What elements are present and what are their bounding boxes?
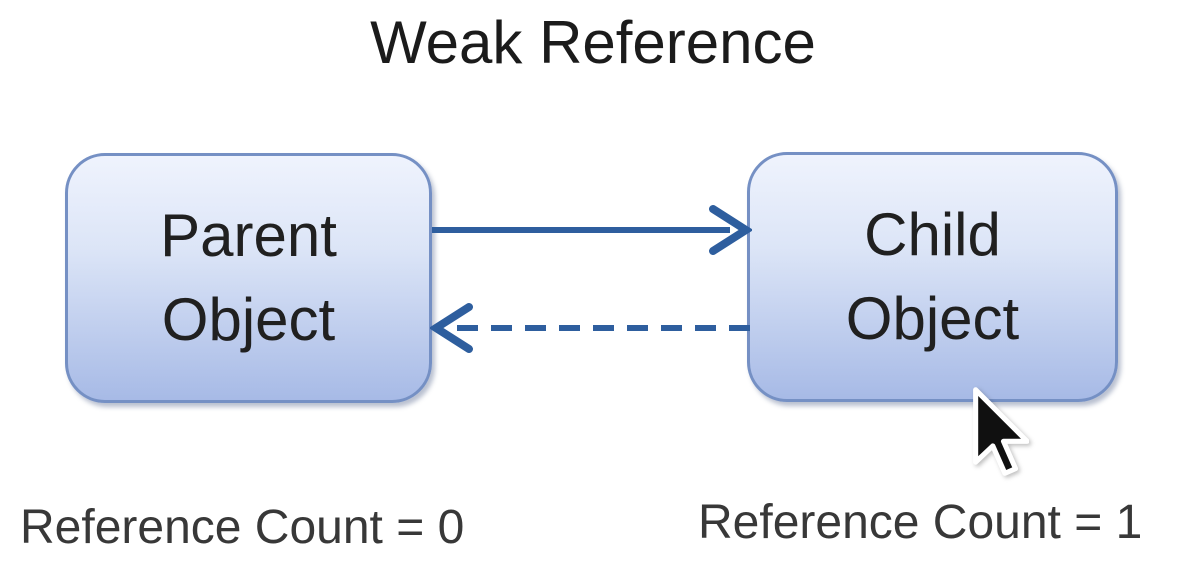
strong-arrow-head-icon <box>709 205 752 255</box>
parent-reference-count-label: Reference Count = 0 <box>20 501 465 554</box>
parent-object-box: Parent Object <box>65 153 432 403</box>
mouse-cursor-icon <box>973 387 1029 476</box>
weak-reference-arrow <box>430 303 750 353</box>
child-box-label-line2: Object <box>845 285 1020 352</box>
child-reference-count-label: Reference Count = 1 <box>698 496 1143 549</box>
parent-box-label-line1: Parent <box>160 202 337 269</box>
strong-reference-arrow <box>432 205 752 255</box>
weak-arrow-head-icon <box>430 303 473 353</box>
child-box-label-line1: Child <box>864 201 1001 268</box>
diagram-title: Weak Reference <box>370 9 816 76</box>
parent-box-label-line2: Object <box>161 286 336 353</box>
child-object-box: Child Object <box>747 152 1118 402</box>
